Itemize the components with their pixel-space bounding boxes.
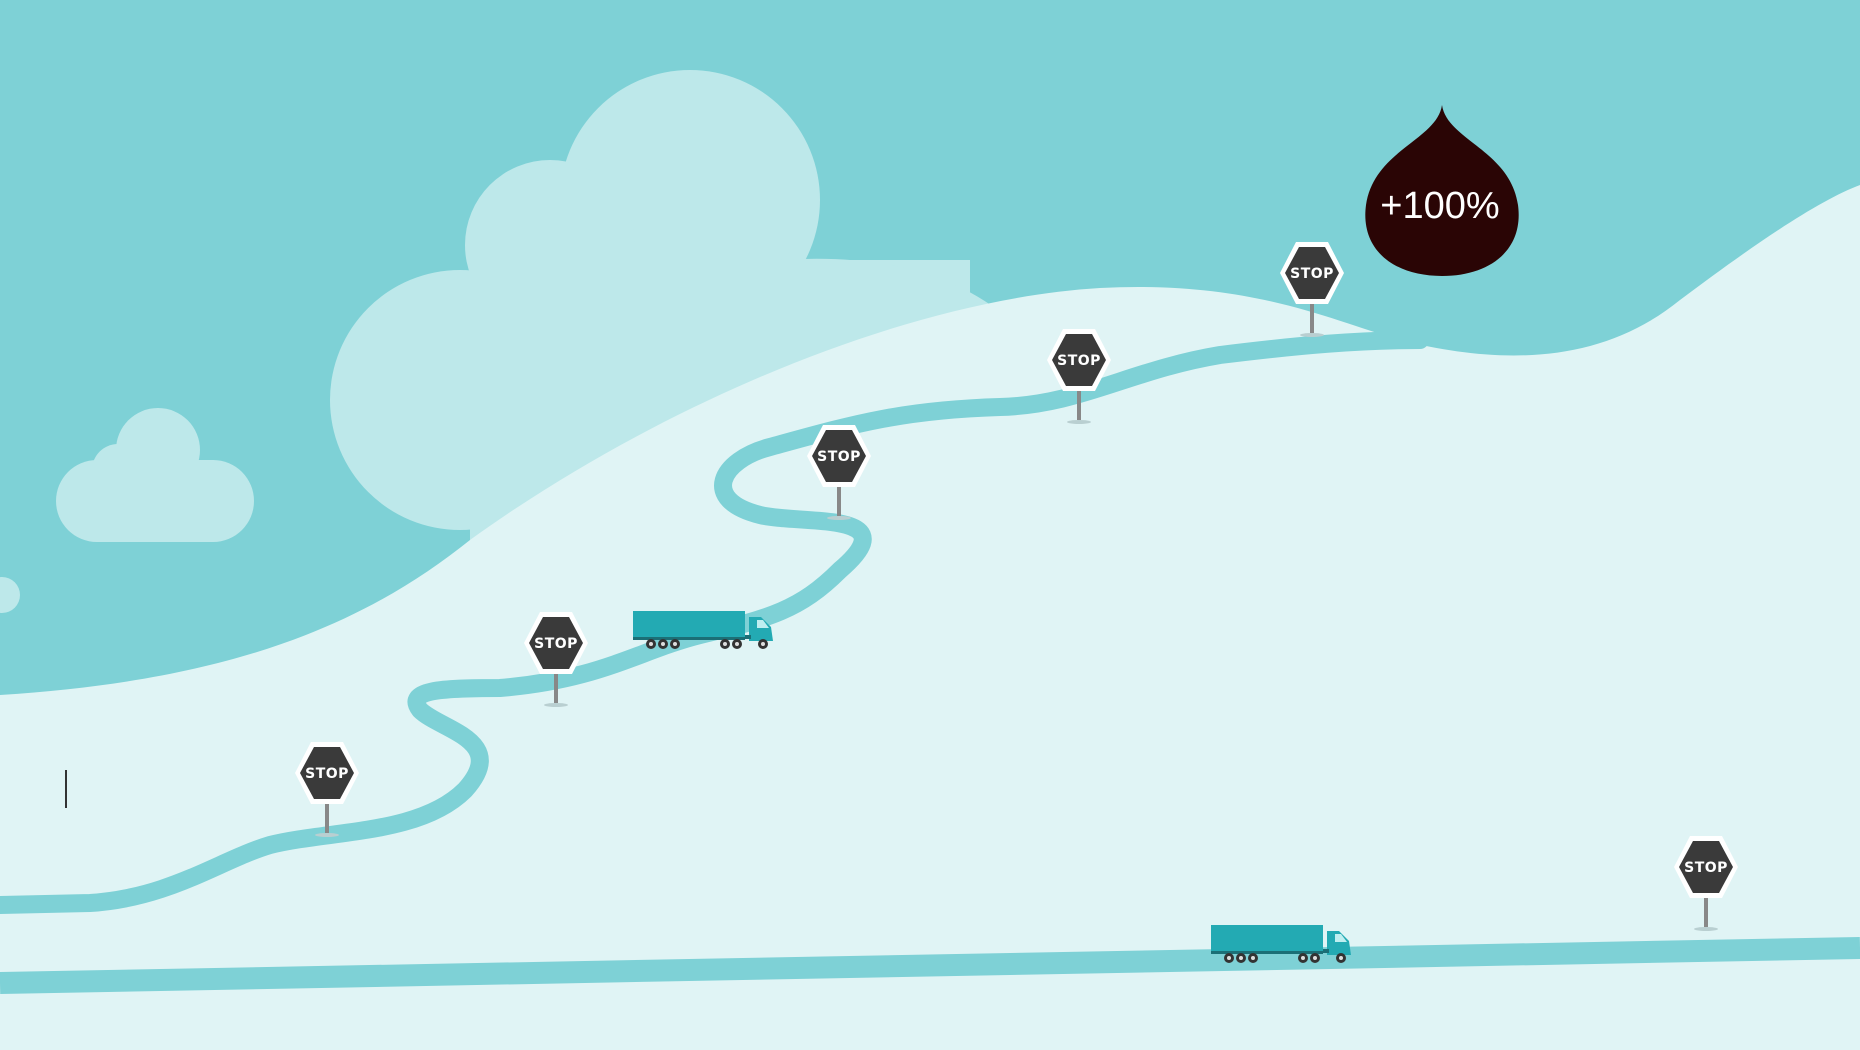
growth-badge-label: +100%	[1380, 185, 1499, 227]
stop-sign: STOP	[807, 425, 871, 520]
stop-sign-label: STOP	[1057, 353, 1101, 369]
straight-road	[0, 937, 1860, 994]
cloud-edge	[0, 577, 20, 613]
winding-road	[0, 331, 1429, 914]
stop-sign: STOP	[524, 612, 588, 707]
text-cursor	[65, 770, 67, 808]
growth-badge: +100%	[1365, 105, 1519, 276]
hill	[0, 185, 1860, 1050]
stop-sign-label: STOP	[305, 766, 349, 782]
stop-sign-label: STOP	[817, 449, 861, 465]
stop-sign-label: STOP	[1684, 860, 1728, 876]
stop-sign: STOP	[295, 742, 359, 837]
stop-sign-label: STOP	[1290, 266, 1334, 282]
stop-sign-label: STOP	[534, 636, 578, 652]
cloud-small	[56, 408, 254, 542]
stop-sign: STOP	[1674, 836, 1738, 931]
stop-sign: STOP	[1047, 329, 1111, 424]
stop-sign: STOP	[1280, 242, 1344, 337]
